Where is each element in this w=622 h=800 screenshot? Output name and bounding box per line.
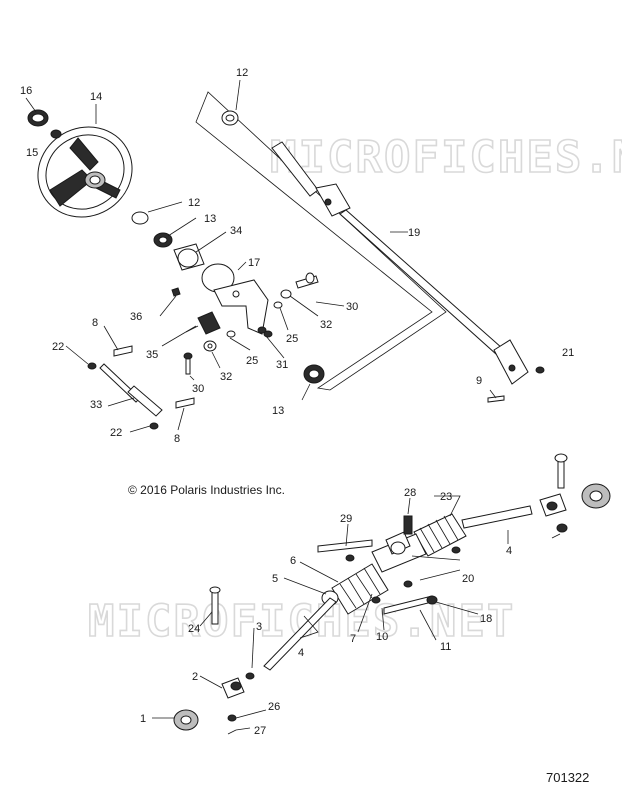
bearing-upper — [153, 232, 173, 248]
callout-23: 23 — [440, 491, 452, 503]
bolt-lower — [183, 352, 193, 375]
callout-4-right: 4 — [506, 545, 512, 557]
washer-25 — [273, 301, 283, 309]
callout-16: 16 — [20, 85, 32, 97]
bolt-24 — [209, 586, 221, 625]
jam-nut-left — [245, 672, 255, 680]
callout-33: 33 — [90, 399, 102, 411]
callout-19: 19 — [408, 227, 420, 239]
callout-29: 29 — [340, 513, 352, 525]
bolt-29 — [317, 539, 373, 553]
callout-32-lower: 32 — [220, 371, 232, 383]
callout-20: 20 — [462, 573, 474, 585]
callout-25-upper: 25 — [286, 333, 298, 345]
callout-22-upper: 22 — [52, 341, 64, 353]
callout-4-left: 4 — [298, 647, 304, 659]
pivot-pin — [171, 287, 181, 297]
callout-36: 36 — [130, 311, 142, 323]
nut-22-upper — [87, 362, 97, 370]
nut-21 — [535, 366, 545, 374]
callout-31: 31 — [276, 359, 288, 371]
nut-22-lower — [149, 422, 159, 430]
wheel-nut — [50, 129, 62, 139]
callout-1: 1 — [140, 713, 146, 725]
nuts-31 — [257, 326, 273, 338]
leader-lines — [25, 79, 509, 731]
column-bushing — [173, 243, 205, 271]
callout-13-upper: 13 — [204, 213, 216, 225]
callout-26: 26 — [268, 701, 280, 713]
steering-wheel — [37, 126, 133, 218]
callout-22-lower: 22 — [110, 427, 122, 439]
steering-shaft — [271, 141, 529, 385]
washer-lower — [203, 340, 217, 352]
washer-20a — [451, 546, 461, 554]
bolt-9 — [487, 395, 505, 403]
nut-29 — [345, 554, 355, 562]
callout-8-lower: 8 — [174, 433, 180, 445]
tilt-lever — [185, 311, 221, 335]
callout-17: 17 — [248, 257, 260, 269]
bellows-left — [331, 563, 389, 615]
gas-strut — [99, 363, 163, 417]
callout-2: 2 — [192, 671, 198, 683]
callout-30-upper: 30 — [346, 301, 358, 313]
bushing-left — [173, 709, 199, 731]
callout-6: 6 — [290, 555, 296, 567]
tilt-bracket — [201, 263, 269, 335]
wheel-cap — [27, 109, 49, 127]
callout-28: 28 — [404, 487, 416, 499]
nut-right — [556, 523, 568, 533]
callout-12-upper: 12 — [236, 67, 248, 79]
callout-12-lower: 12 — [188, 197, 200, 209]
callout-18: 18 — [480, 613, 492, 625]
washer-25b — [226, 330, 236, 338]
callout-10: 10 — [376, 631, 388, 643]
callout-13-lower: 13 — [272, 405, 284, 417]
stud-upper — [113, 345, 133, 357]
callout-34: 34 — [230, 225, 242, 237]
callout-11: 11 — [440, 641, 451, 653]
callout-14: 14 — [90, 91, 102, 103]
bushing-upper — [221, 110, 239, 126]
pinion-shaft — [403, 515, 413, 535]
bolt-upper — [295, 272, 319, 289]
washer-upper — [280, 289, 292, 299]
callout-8-upper: 8 — [92, 317, 98, 329]
copyright-text: © 2016 Polaris Industries Inc. — [128, 483, 285, 497]
document-number: 701322 — [546, 770, 589, 785]
assembly-outline — [195, 91, 447, 391]
tie-rod-right — [461, 505, 533, 529]
callouts: 16 14 15 12 12 13 34 17 19 36 8 35 22 33… — [20, 67, 574, 737]
callout-35: 35 — [146, 349, 158, 361]
callout-15: 15 — [26, 147, 38, 159]
bolt-right-top — [554, 453, 568, 489]
nut-10 — [371, 596, 381, 604]
tie-rod-end-left — [221, 677, 245, 699]
tie-rod-end-right — [539, 493, 567, 517]
callout-32-upper: 32 — [320, 319, 332, 331]
cotter-pin-left — [227, 729, 237, 735]
callout-9: 9 — [476, 375, 482, 387]
watermark-top: MICROFICHES.NET — [270, 132, 622, 183]
callout-21: 21 — [562, 347, 574, 359]
callout-24: 24 — [188, 623, 200, 635]
bearing-lower — [303, 364, 325, 384]
watermark-bottom: MICROFICHES.NET — [88, 596, 515, 647]
bushing-lower — [131, 211, 149, 225]
bushing-right — [581, 483, 611, 509]
rack-housing — [371, 531, 427, 573]
stud-lower — [175, 397, 195, 409]
nut-18 — [426, 595, 438, 605]
callout-3: 3 — [256, 621, 262, 633]
washer-20b — [403, 580, 413, 588]
callout-25-lower: 25 — [246, 355, 258, 367]
nut-26 — [227, 714, 237, 722]
callout-7: 7 — [350, 633, 356, 645]
callout-27: 27 — [254, 725, 266, 737]
cotter-pin-right — [551, 533, 561, 539]
callout-5: 5 — [272, 573, 278, 585]
callout-30-lower: 30 — [192, 383, 204, 395]
